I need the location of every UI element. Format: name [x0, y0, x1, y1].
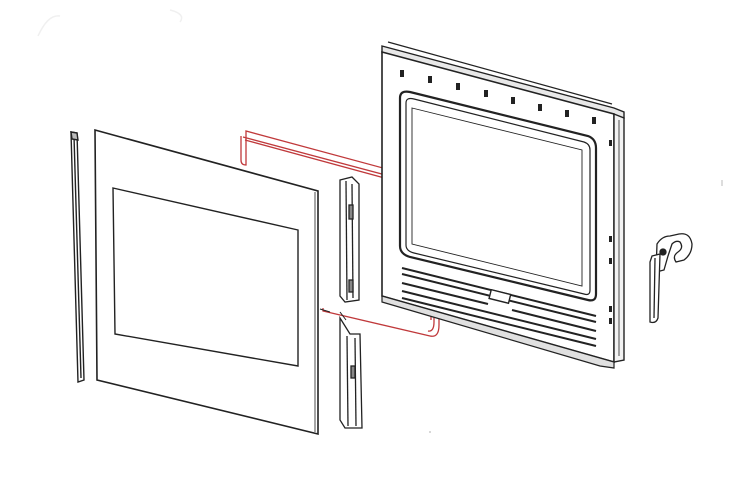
outer-glass-panel [94, 128, 319, 436]
inner-door-frame [381, 41, 625, 369]
hinge-bracket [649, 233, 693, 324]
left-trim-strip [70, 131, 85, 383]
faint-background-marks [37, 9, 183, 37]
stray-dot [429, 431, 431, 433]
gasket-overlap-line [319, 308, 331, 313]
side-trim-channel [339, 176, 363, 429]
